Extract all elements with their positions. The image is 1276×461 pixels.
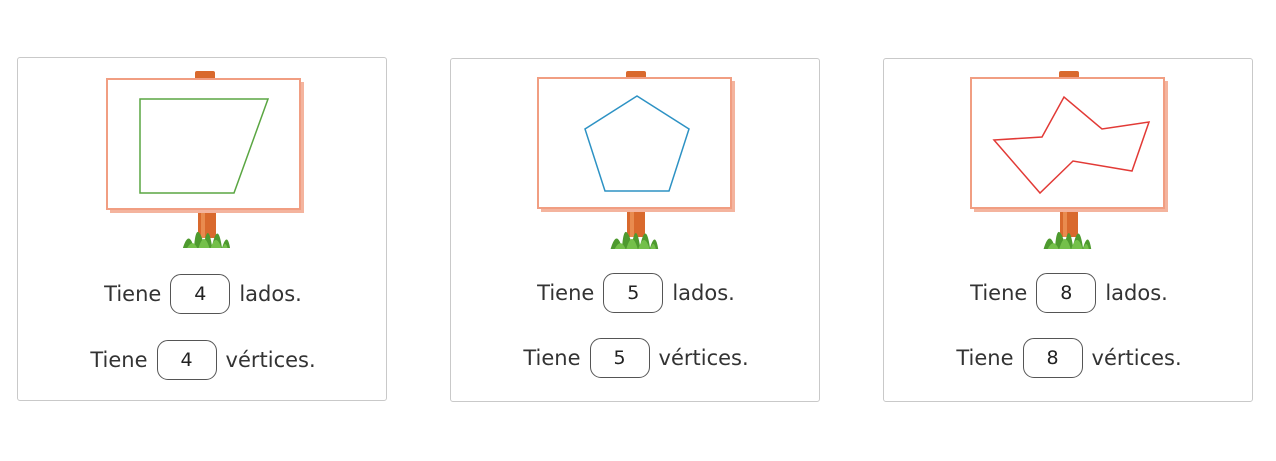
- vertices-prefix: Tiene: [90, 348, 148, 372]
- sides-prefix: Tiene: [104, 282, 162, 306]
- signboard-illustration: [537, 71, 735, 249]
- sides-prefix: Tiene: [970, 281, 1028, 305]
- sides-answer-field[interactable]: 8: [1036, 273, 1097, 313]
- vertices-suffix: vértices.: [225, 348, 316, 372]
- vertices-answer-field[interactable]: 4: [156, 340, 217, 380]
- signboard-illustration: [970, 71, 1168, 249]
- shape-card-2: Tiene 5 lados. Tiene 5 vértices.: [450, 58, 820, 402]
- quadrilateral-icon: [139, 98, 270, 194]
- sides-answer-field[interactable]: 4: [170, 274, 231, 314]
- sides-answer-field[interactable]: 5: [603, 273, 664, 313]
- sides-suffix: lados.: [1105, 281, 1168, 305]
- vertices-sentence: Tiene 4 vértices.: [18, 339, 388, 381]
- vertices-sentence: Tiene 8 vértices.: [884, 337, 1254, 379]
- board: [970, 77, 1165, 209]
- vertices-sentence: Tiene 5 vértices.: [451, 337, 821, 379]
- vertices-prefix: Tiene: [956, 346, 1014, 370]
- octagon-icon: [992, 95, 1151, 195]
- signboard-illustration: [106, 71, 304, 248]
- grass-icon: [610, 232, 659, 249]
- vertices-suffix: vértices.: [658, 346, 749, 370]
- grass-icon: [1043, 232, 1092, 249]
- shape-card-1: Tiene 4 lados. Tiene 4 vértices.: [17, 57, 387, 401]
- sides-sentence: Tiene 8 lados.: [884, 272, 1254, 314]
- sides-prefix: Tiene: [537, 281, 595, 305]
- vertices-prefix: Tiene: [523, 346, 581, 370]
- vertices-answer-field[interactable]: 5: [589, 338, 650, 378]
- sides-suffix: lados.: [239, 282, 302, 306]
- vertices-suffix: vértices.: [1091, 346, 1182, 370]
- sides-sentence: Tiene 4 lados.: [18, 273, 388, 315]
- board: [537, 77, 732, 209]
- pentagon-icon: [584, 95, 690, 192]
- sides-suffix: lados.: [672, 281, 735, 305]
- grass-icon: [182, 232, 231, 248]
- shape-card-3: Tiene 8 lados. Tiene 8 vértices.: [883, 58, 1253, 402]
- sides-sentence: Tiene 5 lados.: [451, 272, 821, 314]
- vertices-answer-field[interactable]: 8: [1022, 338, 1083, 378]
